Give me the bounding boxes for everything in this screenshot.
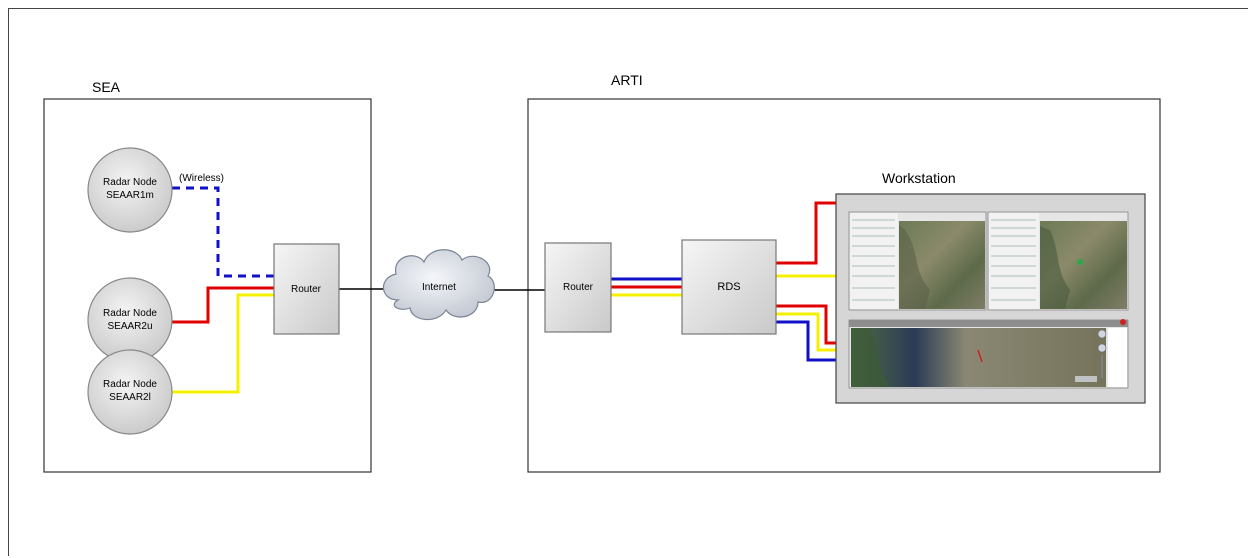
arti-region: [527, 98, 1161, 473]
yellow-link-rds-bottom-screen: [776, 312, 850, 352]
yellow-link-radar2l: [172, 293, 274, 394]
diagram-frame: [8, 8, 1248, 556]
arti-label: ARTI: [611, 72, 643, 88]
rds-server: RDS: [681, 239, 777, 335]
wireless-link: [172, 186, 274, 278]
workstation-screen-top-right: [987, 211, 1129, 311]
radar-node-seaar2u: Radar Node SEAAR2u: [87, 277, 173, 363]
sea-region: [43, 98, 372, 473]
radar-node-seaar2u-line1: Radar Node: [103, 308, 157, 319]
radar-node-seaar1m-line1: Radar Node: [103, 177, 157, 188]
radar-node-seaar2l-line2: SEAAR2l: [109, 392, 151, 403]
workstation-label: Workstation: [882, 170, 956, 186]
internet-cloud: Internet: [382, 249, 495, 321]
radar-node-seaar2l-line1: Radar Node: [103, 379, 157, 390]
blue-link-rds-bottom-screen: [776, 320, 850, 362]
radar-node-seaar2l: Radar Node SEAAR2l: [87, 349, 173, 435]
workstation-screen-bottom: [848, 319, 1129, 389]
workstation: Workstation: [835, 170, 1146, 404]
internet-label: Internet: [422, 282, 456, 293]
sea-label: SEA: [92, 79, 121, 95]
red-link-radar2u: [172, 286, 274, 324]
wireless-label: (Wireless): [179, 173, 224, 184]
radar-node-seaar2u-line2: SEAAR2u: [107, 321, 152, 332]
sea-router: Router: [273, 243, 340, 335]
arti-router-label: Router: [563, 282, 594, 293]
radar-node-seaar1m: Radar Node SEAAR1m: [87, 147, 173, 233]
arti-router: Router: [544, 242, 612, 333]
workstation-screen-top-left: [848, 211, 987, 311]
sea-router-label: Router: [291, 284, 322, 295]
rds-label: RDS: [717, 281, 740, 293]
radar-node-seaar1m-line2: SEAAR1m: [106, 190, 154, 201]
